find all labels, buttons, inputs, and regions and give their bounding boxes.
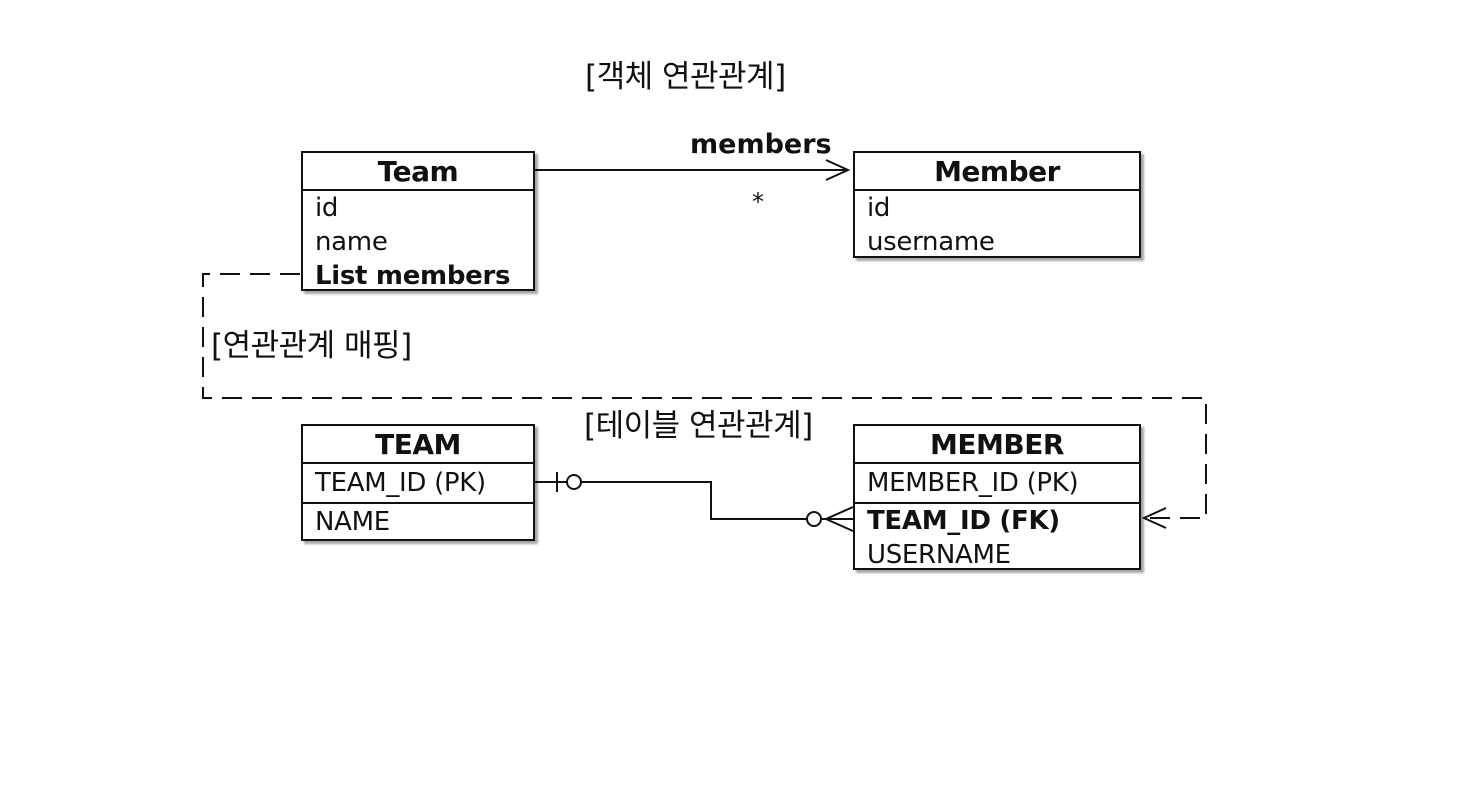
member-entity-attr-username: username (867, 227, 995, 257)
mapping-arrowhead (1141, 507, 1167, 529)
team-table-col-name: NAME (315, 507, 390, 537)
team-table-title: TEAM (303, 426, 533, 464)
team-entity-attr-id: id (315, 193, 339, 223)
association-arrowhead (825, 159, 851, 181)
mapping-section-title: [연관관계 매핑] (211, 328, 412, 364)
association-multiplicity: * (752, 188, 764, 216)
member-table-title: MEMBER (855, 426, 1139, 464)
member-entity-title: Member (855, 153, 1139, 191)
team-entity-attr-members: List members (315, 261, 511, 291)
member-entity-box: Member id username (853, 151, 1141, 258)
er-zero-circle-team (566, 474, 582, 490)
member-table-col-username: USERNAME (867, 540, 1011, 570)
er-relationship-line (535, 481, 853, 520)
association-role-label: members (690, 129, 832, 160)
team-entity-title: Team (303, 153, 533, 191)
team-entity-attr-name: name (315, 227, 388, 257)
member-table-pk: MEMBER_ID (PK) (867, 468, 1079, 498)
team-table-box: TEAM TEAM_ID (PK) NAME (301, 424, 535, 541)
mapping-dashed-line (202, 273, 1207, 519)
team-table-pk: TEAM_ID (PK) (315, 468, 486, 498)
er-crowfoot (823, 506, 854, 532)
object-section-title: [객체 연관관계] (585, 59, 786, 95)
member-table-box: MEMBER MEMBER_ID (PK) TEAM_ID (FK) USERN… (853, 424, 1141, 570)
table-section-title: [테이블 연관관계] (584, 408, 813, 444)
member-table-fk: TEAM_ID (FK) (867, 506, 1060, 536)
team-entity-box: Team id name List members (301, 151, 535, 291)
member-entity-attr-id: id (867, 193, 891, 223)
er-zero-circle-member (806, 511, 822, 527)
